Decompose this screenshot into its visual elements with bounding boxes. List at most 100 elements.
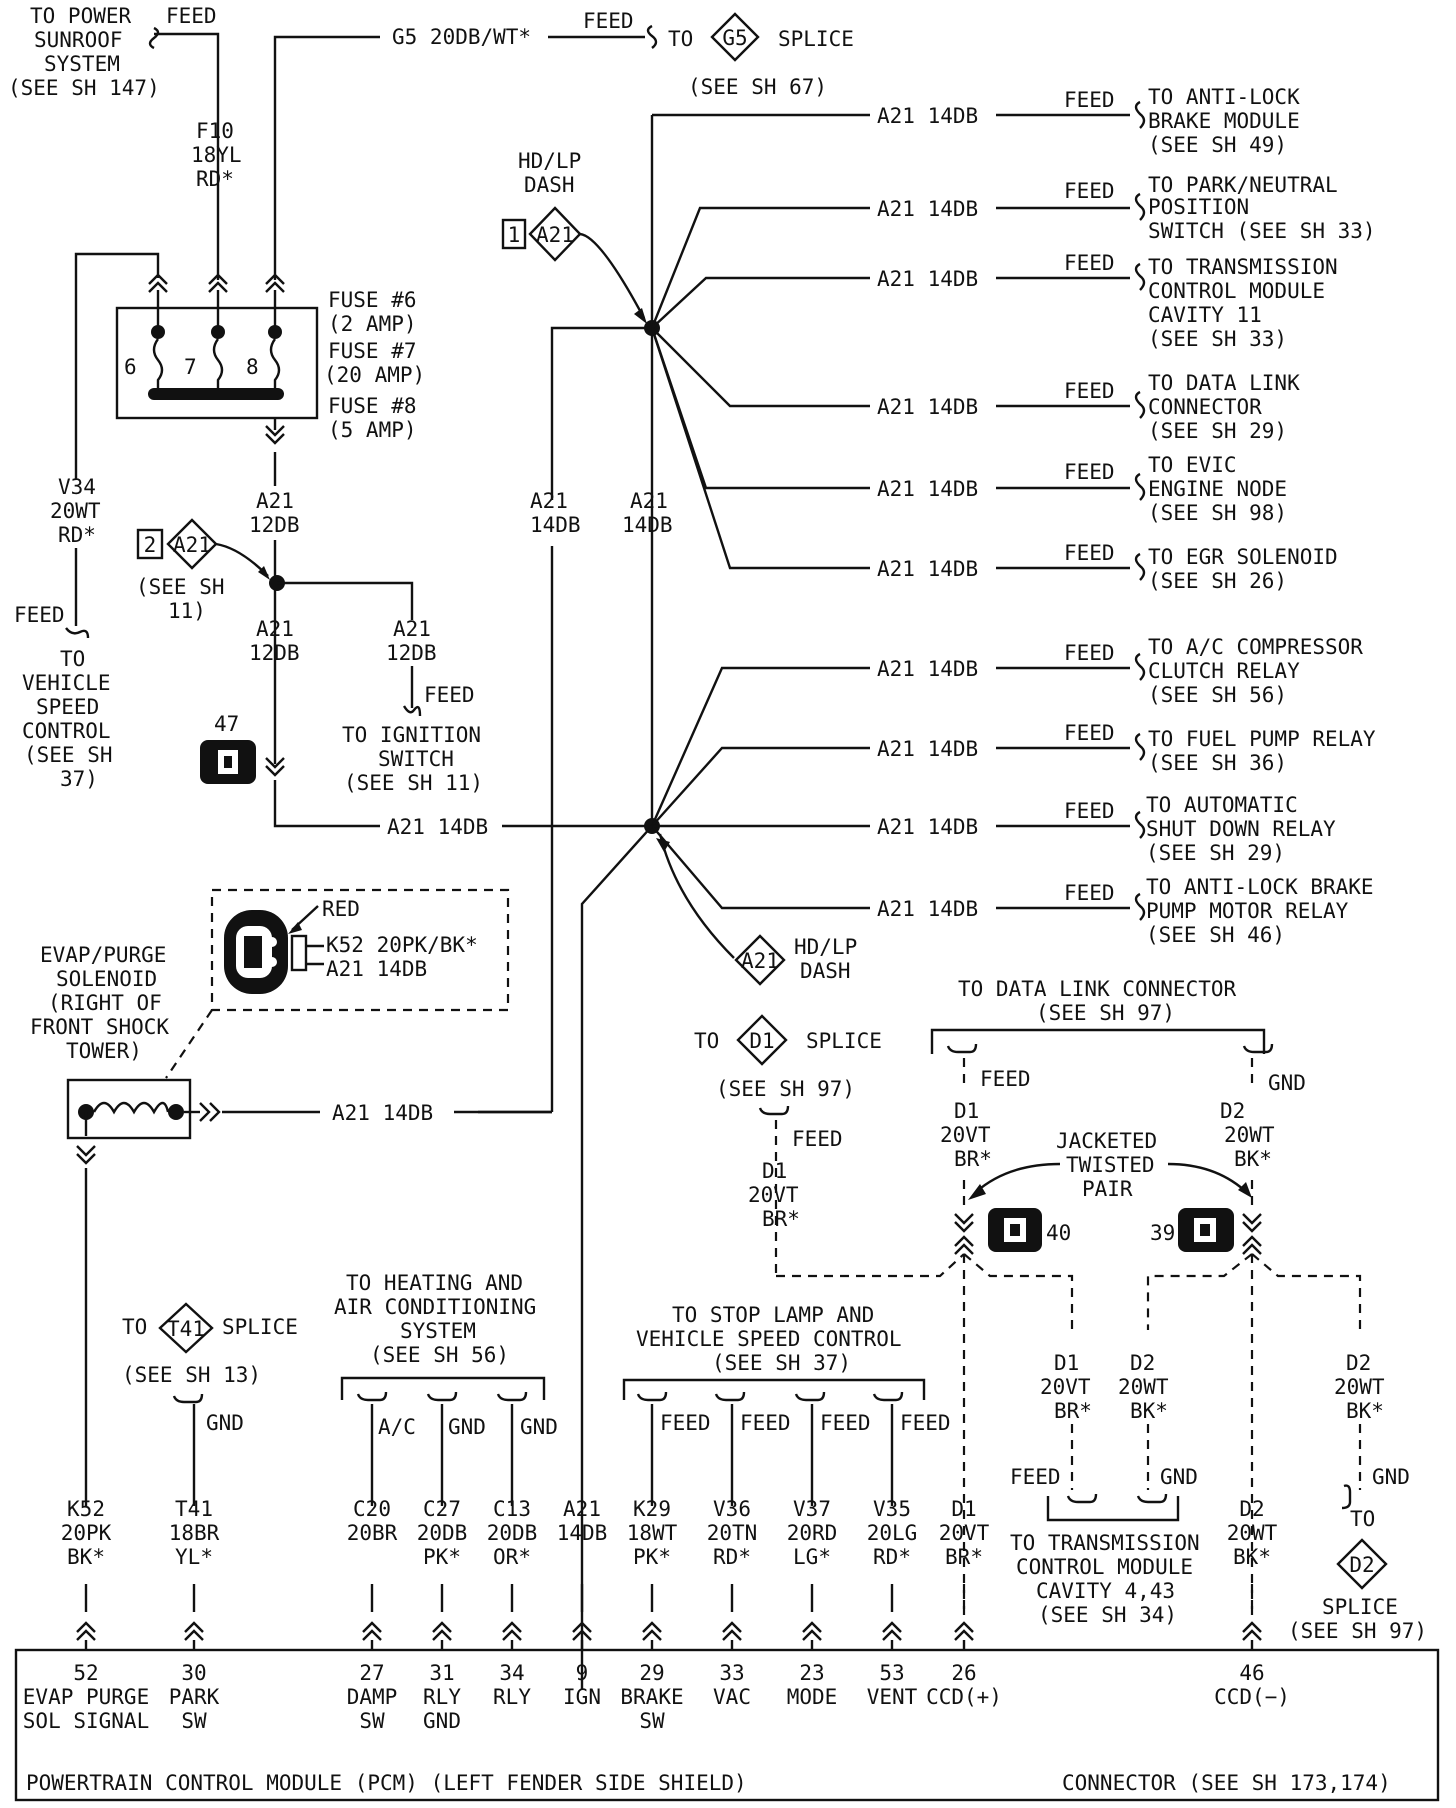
branch-list: A21 14DB FEED TO ANTI-LOCK BRAKE MODULE … bbox=[877, 85, 1376, 947]
upper-splice: A21 14DB A21 14DB HD/LP DASH 1 A21 bbox=[478, 113, 870, 1114]
d1-diamond-label: D1 bbox=[749, 1029, 774, 1053]
pin-wire-label: 14DB bbox=[557, 1521, 608, 1545]
hdlp2-text-2: DASH bbox=[800, 959, 851, 983]
branch-wire: A21 14DB bbox=[877, 477, 978, 501]
evap-a21-wire: A21 14DB bbox=[332, 1101, 433, 1125]
pin-function-label: SOL SIGNAL bbox=[23, 1709, 149, 1733]
g5-wire-label: G5 20DB/WT* bbox=[392, 25, 531, 49]
branch-dest-3: (SEE SH 29) bbox=[1146, 841, 1285, 865]
pin-function-label: CCD(−) bbox=[1214, 1685, 1290, 1709]
ref2-diamond-label: A21 bbox=[173, 533, 211, 557]
branch-egr: A21 14DB FEED TO EGR SOLENOID (SEE SH 26… bbox=[877, 541, 1338, 593]
f10-text-3: RD* bbox=[196, 167, 234, 191]
pin-wire-label: OR* bbox=[493, 1545, 531, 1569]
pin-function-label: BRAKE bbox=[620, 1685, 683, 1709]
d2far-to: TO bbox=[1350, 1507, 1375, 1531]
stop-text-1: TO STOP LAMP AND bbox=[672, 1303, 874, 1327]
g5-splice-word: SPLICE bbox=[778, 27, 854, 51]
dl-d2-text-2: 20WT bbox=[1224, 1123, 1275, 1147]
evap-text-3: (RIGHT OF bbox=[48, 991, 162, 1015]
branch-wire: A21 14DB bbox=[877, 267, 978, 291]
branch-wire: A21 14DB bbox=[877, 104, 978, 128]
pin-number: 23 bbox=[799, 1661, 824, 1685]
branch-wire: A21 14DB bbox=[877, 557, 978, 581]
branch-dest-1: TO DATA LINK bbox=[1148, 371, 1300, 395]
ref1-diamond-label: A21 bbox=[536, 223, 574, 247]
hvac-group: TO HEATING AND AIR CONDITIONING SYSTEM (… bbox=[334, 1271, 558, 1506]
evap-solenoid: EVAP/PURGE SOLENOID (RIGHT OF FRONT SHOC… bbox=[30, 943, 552, 1506]
sunroof-text-1: TO POWER bbox=[30, 4, 132, 28]
connector-47: 47 bbox=[200, 712, 256, 784]
d2far-text-2: 20WT bbox=[1334, 1375, 1385, 1399]
d1s-text-2: 20VT bbox=[748, 1183, 799, 1207]
hvac-text-3: SYSTEM bbox=[400, 1319, 476, 1343]
jacketed-text-1: JACKETED bbox=[1056, 1129, 1157, 1153]
pin-wire-label: C20 bbox=[353, 1497, 391, 1521]
ref3-diamond bbox=[734, 934, 786, 986]
pin-number: 30 bbox=[181, 1661, 206, 1685]
vsc-text-3: SPEED bbox=[36, 695, 99, 719]
branch-dest-3: SWITCH (SEE SH 33) bbox=[1148, 219, 1376, 243]
branch-dest-2: BRAKE MODULE bbox=[1148, 109, 1300, 133]
vsc-text-6: 37) bbox=[60, 767, 98, 791]
pin-wire-label: 20BR bbox=[347, 1521, 398, 1545]
conn39-number: 39 bbox=[1150, 1221, 1175, 1245]
branch-dest-2: POSITION bbox=[1148, 195, 1249, 219]
branch-dest-4: (SEE SH 33) bbox=[1148, 327, 1287, 351]
branch-dest-3: (SEE SH 46) bbox=[1146, 923, 1285, 947]
branch-dest-3: (SEE SH 49) bbox=[1148, 133, 1287, 157]
branch-dest-3: (SEE SH 29) bbox=[1148, 419, 1287, 443]
d2far-splice-1: SPLICE bbox=[1322, 1595, 1398, 1619]
hvac-text-2: AIR CONDITIONING bbox=[334, 1295, 536, 1319]
branch-dest-1: TO ANTI-LOCK bbox=[1148, 85, 1300, 109]
branch-dest-1: TO A/C COMPRESSOR bbox=[1148, 635, 1363, 659]
a21-down-text-1: A21 bbox=[256, 617, 294, 641]
stop-text-3: (SEE SH 37) bbox=[712, 1351, 851, 1375]
a21-down-text-2: 12DB bbox=[249, 641, 300, 665]
a21-ign-text-1: A21 bbox=[393, 617, 431, 641]
d1-splice: TO D1 SPLICE (SEE SH 97) FEED D1 20VT BR… bbox=[694, 1014, 965, 1278]
branch-dest-1: TO AUTOMATIC bbox=[1146, 793, 1298, 817]
a21-vr-text-2: 14DB bbox=[622, 513, 673, 537]
pin-wire-label: T41 bbox=[175, 1497, 213, 1521]
d1-splice-see: (SEE SH 97) bbox=[716, 1077, 855, 1101]
d1s-text-1: D1 bbox=[762, 1159, 787, 1183]
g5-to: TO bbox=[668, 27, 693, 51]
dl-d1-feed: FEED bbox=[980, 1067, 1031, 1091]
t41-to: TO bbox=[122, 1315, 147, 1339]
conn40-number: 40 bbox=[1046, 1221, 1071, 1245]
branch-tcm-cavity-11: A21 14DB FEED TO TRANSMISSION CONTROL MO… bbox=[877, 251, 1338, 351]
a21-fuse-text-1: A21 bbox=[256, 489, 294, 513]
sunroof-feed: TO POWER SUNROOF SYSTEM (SEE SH 147) FEE… bbox=[8, 4, 220, 280]
pin-number: 33 bbox=[719, 1661, 744, 1685]
g5-diamond-label: G5 bbox=[722, 26, 747, 50]
branch-dest-1: TO ANTI-LOCK BRAKE bbox=[1146, 875, 1374, 899]
branch-feed: FEED bbox=[1064, 799, 1115, 823]
pin-wire-label: C27 bbox=[423, 1497, 461, 1521]
dl-d2-text-1: D2 bbox=[1220, 1099, 1245, 1123]
pin-wire-label: 20LG bbox=[867, 1521, 918, 1545]
pin-wire-label: C13 bbox=[493, 1497, 531, 1521]
pin-function-label: VENT bbox=[867, 1685, 918, 1709]
pin-function-label: CCD(+) bbox=[926, 1685, 1002, 1709]
jacketed-text-2: TWISTED bbox=[1066, 1153, 1155, 1177]
branch-feed: FEED bbox=[1064, 541, 1115, 565]
d2far-text-1: D2 bbox=[1346, 1351, 1371, 1375]
branch-park-neutral: A21 14DB FEED TO PARK/NEUTRAL POSITION S… bbox=[877, 173, 1376, 243]
pin-wire-label: 20PK bbox=[61, 1521, 112, 1545]
branch-asd-relay: A21 14DB FEED TO AUTOMATIC SHUT DOWN REL… bbox=[877, 793, 1336, 865]
tcm-d1-text-2: 20VT bbox=[1040, 1375, 1091, 1399]
branch-dest-3: CAVITY 11 bbox=[1148, 303, 1262, 327]
branch-feed: FEED bbox=[1064, 881, 1115, 905]
pin-wire-label: V36 bbox=[713, 1497, 751, 1521]
branch-dest-3: (SEE SH 56) bbox=[1148, 683, 1287, 707]
tcm-feed: FEED bbox=[1010, 1465, 1061, 1489]
pin-function-label: RLY bbox=[493, 1685, 531, 1709]
pin-number: 27 bbox=[359, 1661, 384, 1685]
branch-dest-2: (SEE SH 26) bbox=[1148, 569, 1287, 593]
g5-circuit: G5 20DB/WT* FEED TO G5 SPLICE (SEE SH 67… bbox=[273, 9, 854, 280]
vsc-text-4: CONTROL bbox=[22, 719, 111, 743]
